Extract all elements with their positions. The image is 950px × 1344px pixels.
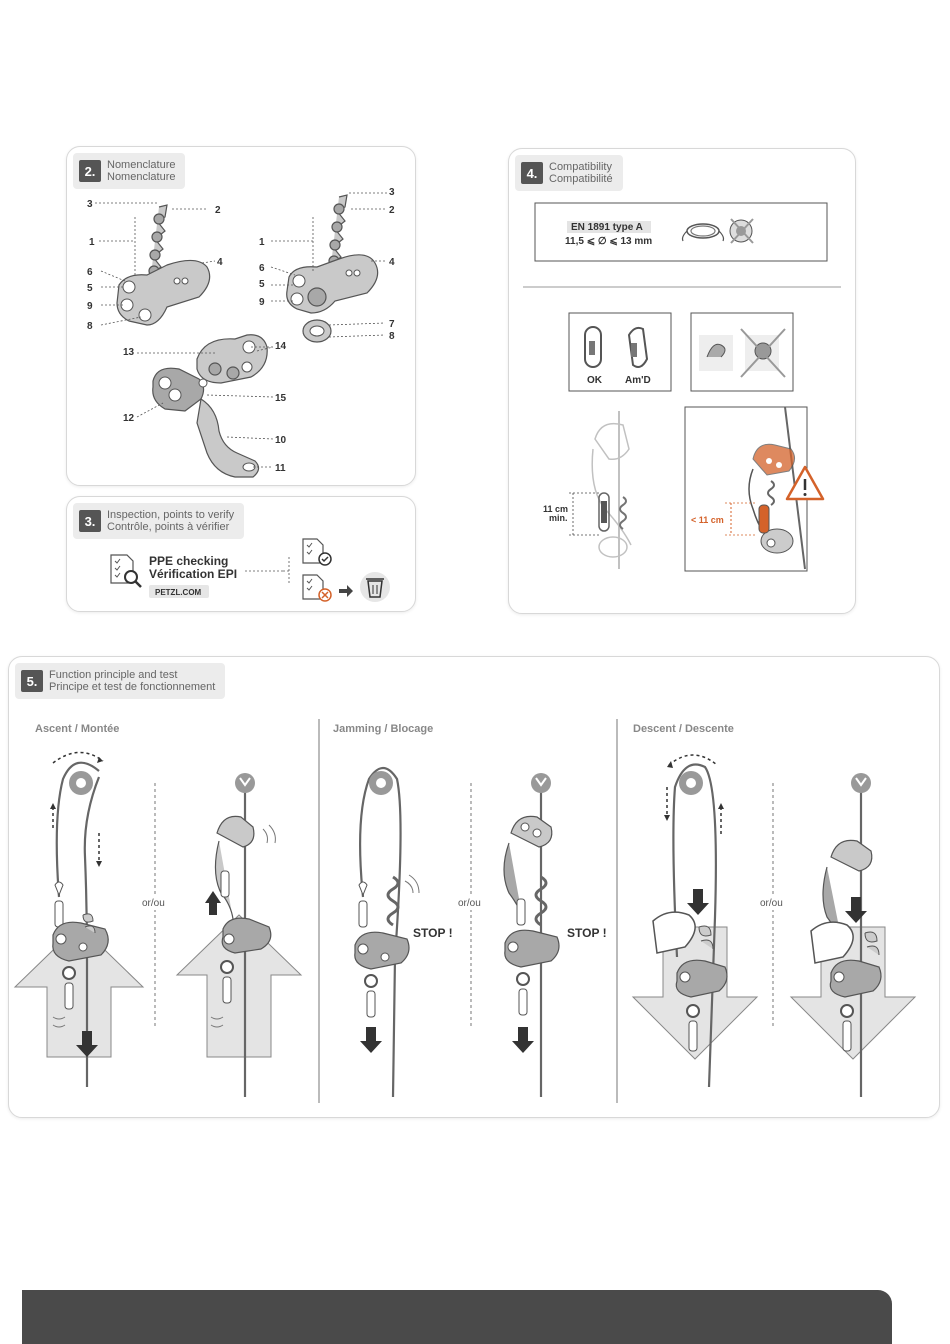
label-9: 9 <box>259 297 265 308</box>
label-5: 5 <box>87 283 93 294</box>
device-body-left <box>116 259 211 326</box>
label-15: 15 <box>275 393 287 404</box>
inspection-title-en: Inspection, points to verify <box>107 509 235 521</box>
carabiner-amd-icon <box>627 326 649 368</box>
min-distance-label-2: min. <box>549 513 568 523</box>
rope-coil-icon <box>681 223 725 242</box>
compatibility-title-fr: Compatibilité <box>549 173 613 185</box>
label-12: 12 <box>123 413 135 424</box>
device-closed-left-illustration: 3 2 1 4 6 5 9 8 3 2 1 4 6 5 9 7 8 <box>87 187 395 478</box>
ppe-line-2: Vérification EPI <box>149 567 237 581</box>
carabiner-ok-icon <box>584 326 602 368</box>
label-4: 4 <box>217 257 223 268</box>
label-7: 7 <box>389 319 395 330</box>
nomenclature-title-fr: Nomenclature <box>107 171 176 183</box>
label-5: 5 <box>259 279 265 290</box>
label-4: 4 <box>389 257 395 268</box>
section-number: 3. <box>79 510 101 532</box>
compatibility-title-en: Compatibility <box>549 161 612 173</box>
section-number: 2. <box>79 160 101 182</box>
function-panel: 5. Function principle and test Principe … <box>8 656 940 1118</box>
ascent-figure-2 <box>175 773 303 1097</box>
descent-figure-1 <box>631 754 759 1088</box>
rope-standard: EN 1891 type A <box>571 222 643 233</box>
jamming-figure-1 <box>354 766 420 1098</box>
compatibility-header: 4. Compatibility Compatibilité <box>515 155 623 191</box>
label-2: 2 <box>215 205 221 216</box>
petzl-badge <box>149 585 209 598</box>
function-title-en: Function principle and test <box>49 669 178 681</box>
checklist-ok-icon <box>302 538 332 566</box>
orientation-ok-icon <box>699 335 733 371</box>
warning-triangle-icon <box>785 465 825 501</box>
inspection-panel: 3. Inspection, points to verify Contrôle… <box>66 496 416 612</box>
compatibility-illustration: EN 1891 type A 11,5 ⩽ ∅ ⩽ 13 mm OK Am'D <box>523 202 841 572</box>
warning-diagram <box>725 406 806 570</box>
stop-label-2: STOP ! <box>567 926 607 940</box>
label-8: 8 <box>87 321 93 332</box>
nomenclature-title-en: Nomenclature <box>107 159 176 171</box>
rope-diameter: 11,5 ⩽ ∅ ⩽ 13 mm <box>565 236 652 247</box>
nomenclature-panel: 2. Nomenclature Nomenclature 3 2 1 4 6 5… <box>66 146 416 486</box>
function-header: 5. Function principle and test Principe … <box>15 663 226 699</box>
rope-cam-left <box>148 204 168 277</box>
or-label-descent: or/ou <box>760 897 783 910</box>
descent-figure-2 <box>789 773 917 1097</box>
label-1: 1 <box>259 237 265 248</box>
label-3: 3 <box>87 199 93 210</box>
label-10: 10 <box>275 435 287 446</box>
label-14: 14 <box>275 341 287 352</box>
function-title-fr: Principe et test de fonctionnement <box>49 681 216 693</box>
inspection-illustration: PPE checking Vérification EPI PETZL.COM <box>110 538 390 602</box>
min-distance-diagram <box>569 411 632 569</box>
warning-distance-label: < 11 cm <box>691 515 724 525</box>
label-13: 13 <box>123 347 135 358</box>
nomenclature-header: 2. Nomenclature Nomenclature <box>73 153 186 189</box>
carabiner-ok-label: OK <box>587 375 603 386</box>
label-6: 6 <box>259 263 265 274</box>
section-number: 5. <box>21 670 43 692</box>
min-distance-label-1: 11 cm <box>543 504 568 514</box>
or-label-jamming: or/ou <box>458 897 481 910</box>
device-handle <box>196 398 260 478</box>
ppe-checklist-icon <box>110 554 142 588</box>
label-9: 9 <box>87 301 93 312</box>
section-descent-title: Descent / Descente <box>633 723 734 735</box>
label-6: 6 <box>87 267 93 278</box>
label-1: 1 <box>89 237 95 248</box>
ppe-line-1: PPE checking <box>149 554 228 568</box>
section-number: 4. <box>521 162 543 184</box>
carabiner-amd-label: Am'D <box>625 375 651 386</box>
checklist-fail-icon <box>302 574 332 602</box>
label-8: 8 <box>389 331 395 342</box>
arrow-right-icon <box>339 585 353 597</box>
stop-label-1: STOP ! <box>413 926 453 940</box>
label-2: 2 <box>389 205 395 216</box>
label-11: 11 <box>275 463 286 474</box>
section-jamming-title: Jamming / Blocage <box>333 723 434 735</box>
footer-bar <box>22 1290 892 1344</box>
jamming-figure-2 <box>503 773 560 1097</box>
inspection-header: 3. Inspection, points to verify Contrôle… <box>73 503 245 539</box>
label-3: 3 <box>389 187 395 198</box>
compatibility-panel: 4. Compatibility Compatibilité EN 1891 t… <box>508 148 856 614</box>
function-illustrations: STOP ! STOP ! <box>13 719 917 1103</box>
orientation-forbidden-icon <box>740 328 786 378</box>
inspection-title-fr: Contrôle, points à vérifier <box>107 521 230 533</box>
trash-icon <box>360 572 390 602</box>
section-ascent-title: Ascent / Montée <box>35 723 120 735</box>
rope-section-forbidden-icon <box>729 218 754 244</box>
petzl-site: PETZL.COM <box>155 588 202 597</box>
ascent-figure-1 <box>13 751 145 1087</box>
or-label-ascent: or/ou <box>142 897 165 910</box>
